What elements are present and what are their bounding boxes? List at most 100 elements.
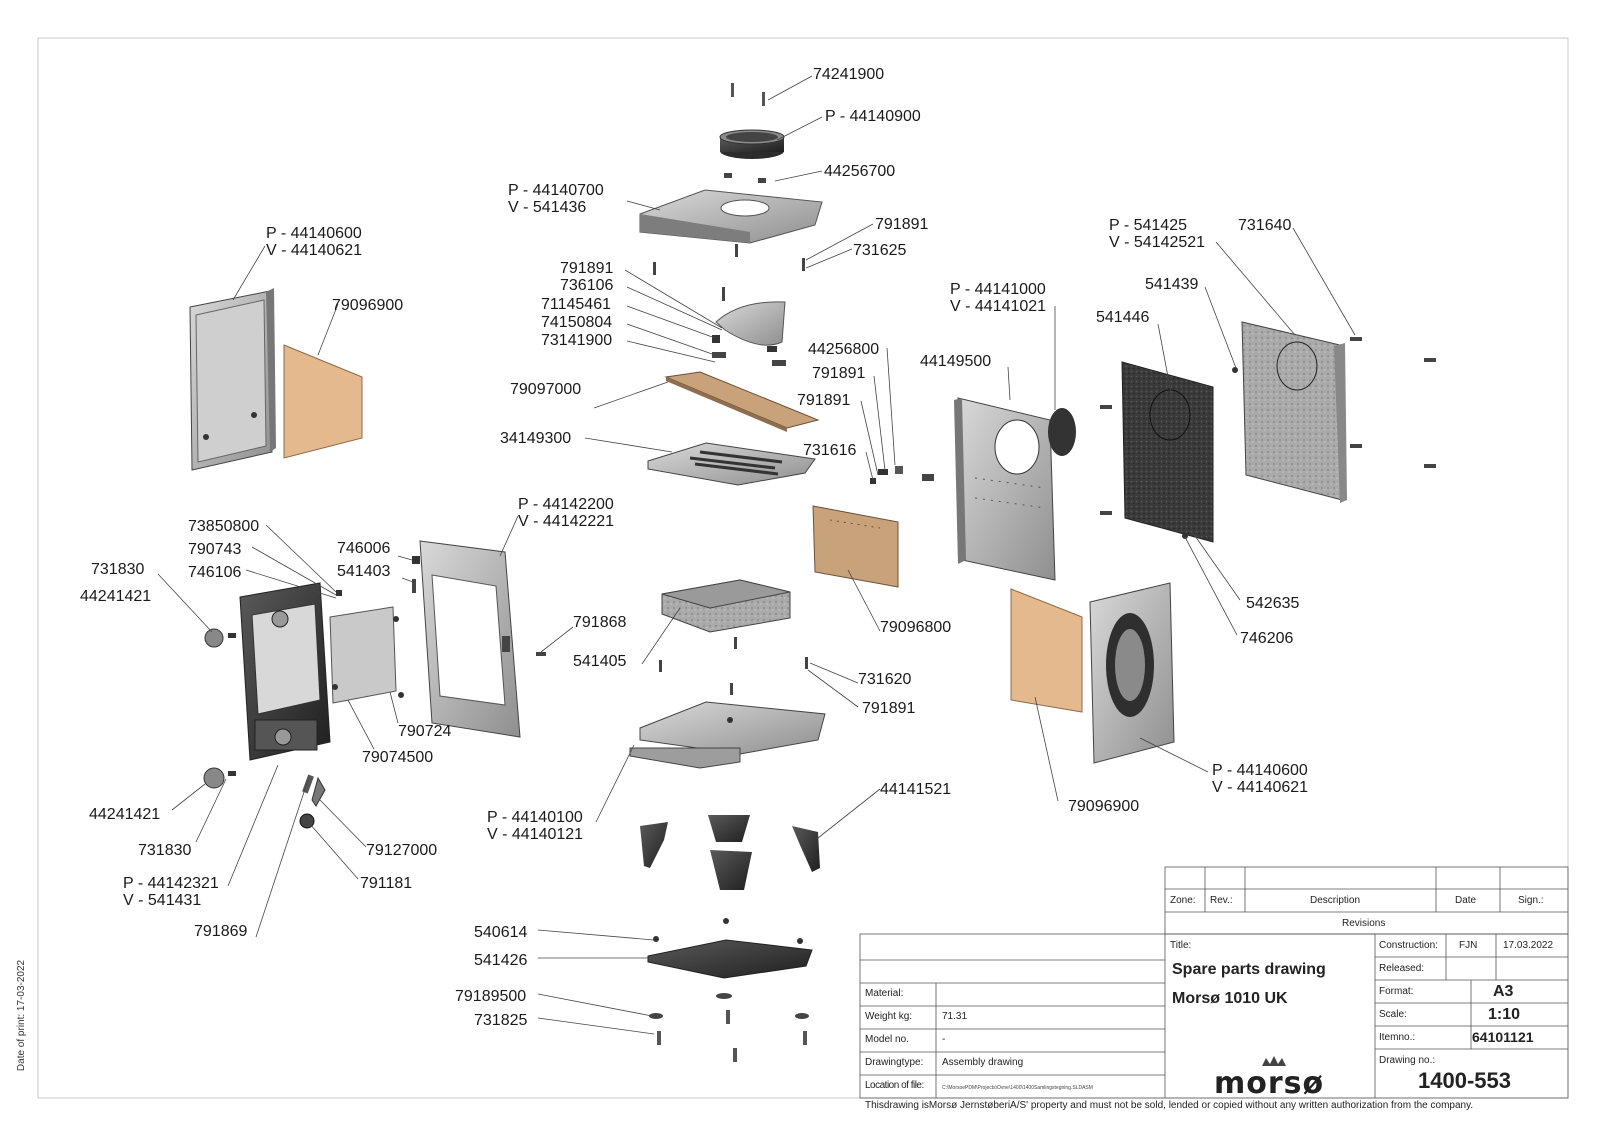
mid-bolts <box>659 637 808 695</box>
tb-itemno-value: 64101121 <box>1472 1029 1534 1045</box>
top-plate-bolts <box>653 244 805 275</box>
label-746106: 746106 <box>188 564 242 581</box>
label-79189500: 79189500 <box>455 988 527 1005</box>
logo-crown-icon <box>1262 1056 1286 1066</box>
label-p44140600-left: P - 44140600 <box>266 225 362 242</box>
label-v44141021: V - 44141021 <box>950 298 1047 315</box>
door-surround <box>419 540 521 738</box>
door-glass <box>329 606 404 704</box>
tb-location-value: C:\MorsoePDM\Projects\Ovne\1400\1400Saml… <box>942 1085 1093 1091</box>
label-746006: 746006 <box>337 540 391 557</box>
label-v541436: V - 541436 <box>508 199 587 216</box>
label-79096800: 79096800 <box>880 619 952 636</box>
air-knobs <box>203 628 236 789</box>
label-541405: 541405 <box>573 653 627 670</box>
label-73141900: 73141900 <box>541 332 613 349</box>
tb-construction-date: 17.03.2022 <box>1503 940 1554 951</box>
label-791891-b: 791891 <box>812 365 866 382</box>
base-fixings <box>649 993 809 1062</box>
label-71145461: 71145461 <box>541 296 611 313</box>
tb-title-label: Title: <box>1170 940 1192 951</box>
label-791891-c: 791891 <box>797 392 851 409</box>
tb-revisions: Revisions <box>1342 918 1386 929</box>
label-79096900-left: 79096900 <box>332 297 404 314</box>
tb-model-label: Model no. <box>865 1034 909 1045</box>
label-79097000: 79097000 <box>510 381 582 398</box>
tb-location-label: Location of file: <box>865 1080 924 1091</box>
right-side-panel <box>1089 582 1175 764</box>
label-746206: 746206 <box>1240 630 1294 647</box>
copyright-footer: Thisdrawing isMorsø JernstøberiA/S' prop… <box>865 1100 1474 1111</box>
label-790743: 790743 <box>188 541 242 558</box>
label-731616: 731616 <box>803 442 857 459</box>
morso-logo: morsø <box>1214 1066 1325 1101</box>
tb-format-label: Format: <box>1379 986 1414 997</box>
tb-drawingtype-value: Assembly drawing <box>942 1057 1024 1068</box>
label-541426: 541426 <box>474 952 528 969</box>
label-542635: 542635 <box>1246 595 1300 612</box>
sheet-border <box>37 37 1569 1099</box>
leader-lines <box>157 75 1356 1035</box>
label-p44142321: P - 44142321 <box>123 875 219 892</box>
tb-description: Description <box>1310 895 1361 906</box>
label-790724: 790724 <box>398 723 452 740</box>
tb-construction-by: FJN <box>1459 940 1478 951</box>
label-44256700: 44256700 <box>824 163 896 180</box>
label-74150804: 74150804 <box>541 314 613 331</box>
tb-title-line1: Spare parts drawing <box>1172 961 1326 978</box>
legs <box>640 815 820 890</box>
label-791181: 791181 <box>360 875 413 892</box>
tb-itemno-label: Itemno.: <box>1379 1032 1416 1043</box>
tb-model-value: - <box>942 1034 946 1045</box>
label-541446: 541446 <box>1096 309 1150 326</box>
label-44149500: 44149500 <box>920 353 992 370</box>
label-731640: 731640 <box>1238 217 1292 234</box>
label-p44140700: P - 44140700 <box>508 182 604 199</box>
base-plate <box>647 918 813 979</box>
tb-drawingno-label: Drawing no.: <box>1379 1055 1436 1066</box>
door-frame <box>239 582 331 761</box>
top-bolts <box>731 83 765 106</box>
label-34149300: 34149300 <box>500 430 572 447</box>
label-v44140621-left: V - 44140621 <box>266 242 363 259</box>
tb-released-label: Released: <box>1379 963 1425 974</box>
label-791868: 791868 <box>573 614 627 631</box>
insulation-panel <box>1121 361 1214 543</box>
tb-format-value: A3 <box>1493 983 1514 1000</box>
ash-pan <box>661 579 791 633</box>
tb-sign: Sign.: <box>1518 895 1544 906</box>
bottom-plate <box>629 701 826 769</box>
tb-drawingno-value: 1400-553 <box>1418 1068 1511 1093</box>
back-cover-panel <box>1241 321 1347 503</box>
small-clips <box>724 173 766 183</box>
label-v44142221: V - 44142221 <box>518 513 615 530</box>
label-731830-top: 731830 <box>91 561 145 578</box>
print-date: Date of print: 17-03-2022 <box>16 959 28 1072</box>
rear-wood-panel <box>812 505 899 588</box>
tb-drawingtype-label: Drawingtype: <box>865 1057 924 1068</box>
tb-rev: Rev.: <box>1210 895 1233 906</box>
label-79127000: 79127000 <box>366 842 438 859</box>
back-bolts <box>1100 337 1436 539</box>
label-p44140100: P - 44140100 <box>487 809 583 826</box>
label-p541425: P - 541425 <box>1109 217 1187 234</box>
label-p44140900: P - 44140900 <box>825 108 921 125</box>
baffle-bracket <box>712 287 786 366</box>
tb-construction-label: Construction: <box>1379 940 1438 951</box>
label-74241900: 74241900 <box>813 66 885 83</box>
tb-material-label: Material: <box>865 988 904 999</box>
label-79074500: 79074500 <box>362 749 434 766</box>
label-736106: 736106 <box>560 277 614 294</box>
label-44141521: 44141521 <box>880 781 952 798</box>
label-731625: 731625 <box>853 242 907 259</box>
left-side-panel <box>189 288 276 471</box>
tb-zone: Zone: <box>1170 895 1196 906</box>
label-791891-d: 791891 <box>862 700 916 717</box>
tb-weight-label: Weight kg: <box>865 1011 913 1022</box>
label-p44140600-right: P - 44140600 <box>1212 762 1308 779</box>
label-p44141000: P - 44141000 <box>950 281 1046 298</box>
label-44256800: 44256800 <box>808 341 880 358</box>
label-v54142521: V - 54142521 <box>1109 234 1206 251</box>
label-731620: 731620 <box>858 671 912 688</box>
